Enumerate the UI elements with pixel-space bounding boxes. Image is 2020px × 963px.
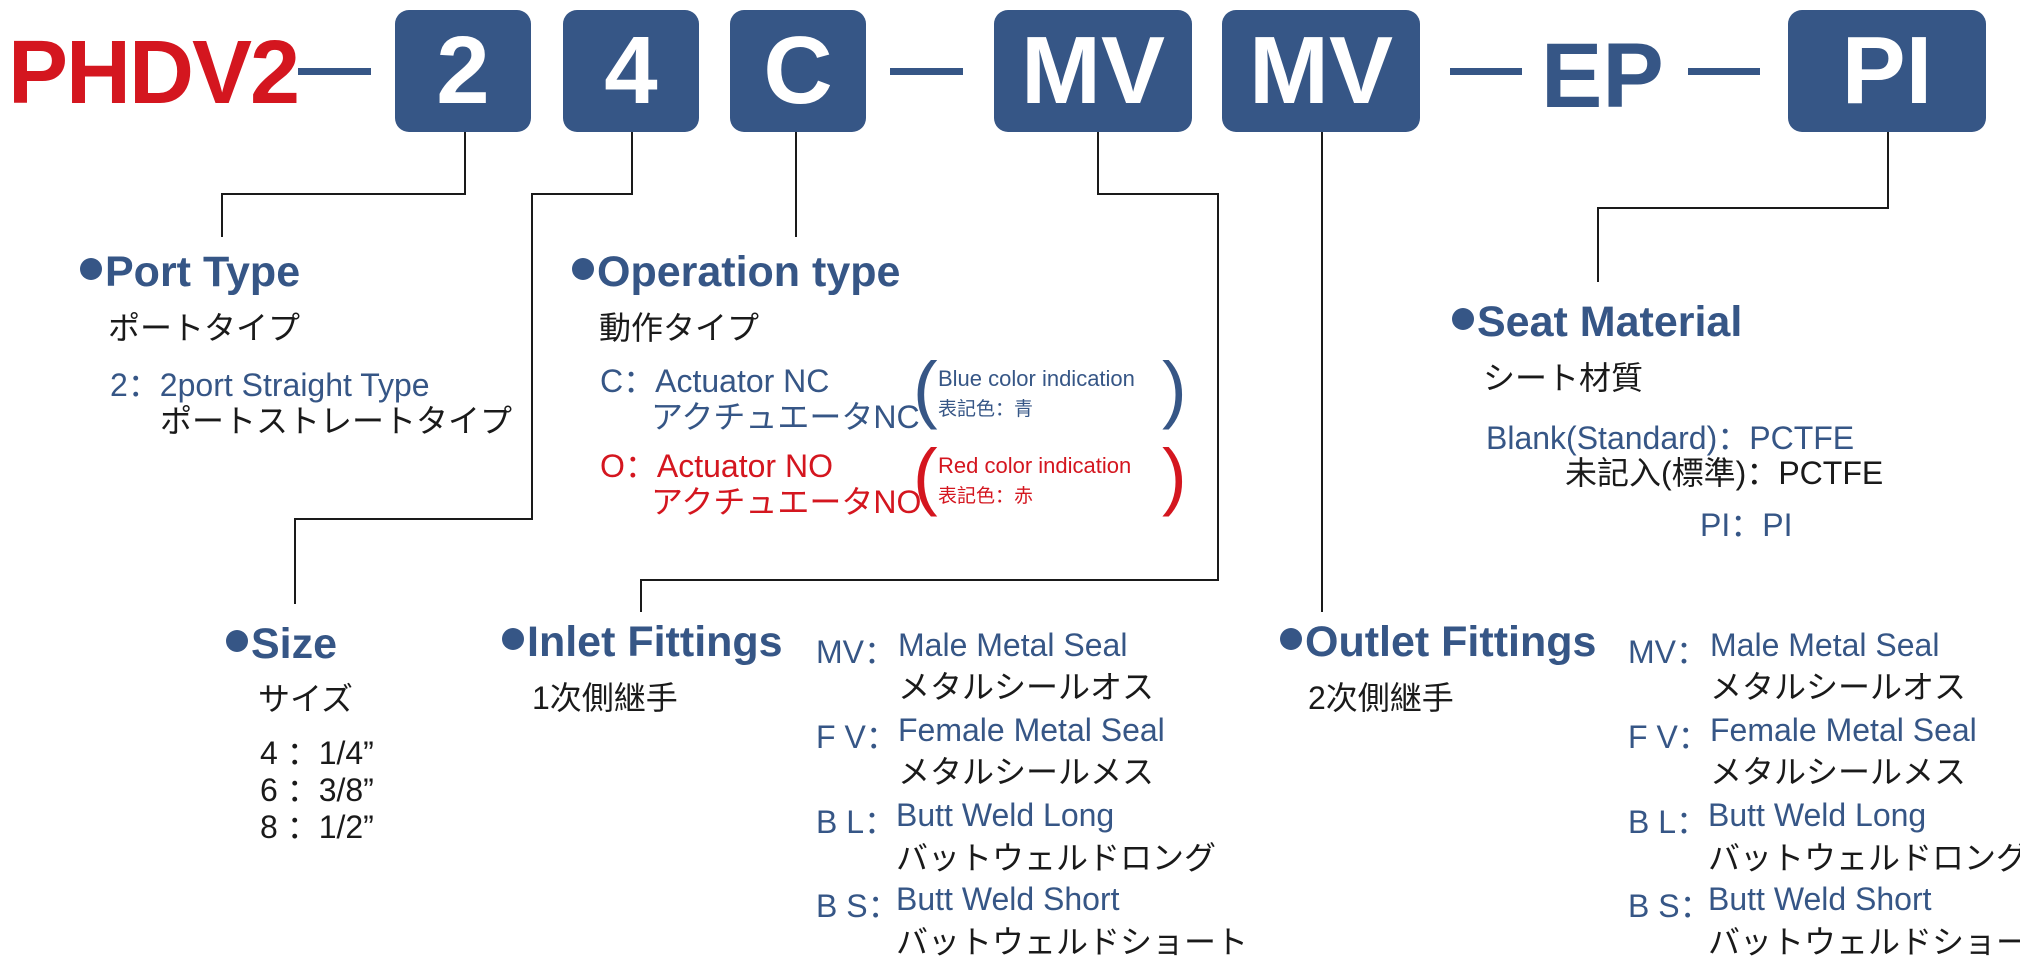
port-type-option-jp: ポートストレートタイプ [160,403,513,439]
operation-no-option: O：Actuator NO [600,448,833,484]
fitting-name-jp: バットウェルドロング [1708,840,2020,876]
paren-close: ) [1162,434,1187,517]
fitting-code: B S： [1628,888,1712,924]
operation-nc-option-jp: アクチュエータNC [651,399,920,435]
size-title: Size [226,620,337,669]
paren-close: ) [1162,347,1187,430]
code-box-outlet: MV [1222,10,1420,132]
no-note-jp: 表記色：赤 [938,486,1034,507]
code-ep: EP [1541,25,1664,127]
paren-open: ( [913,347,938,430]
fitting-name: Female Metal Seal [898,712,1165,748]
nc-note: Blue color indication [938,366,1135,391]
seat-material-pi: PI：PI [1700,507,1793,543]
model-prefix: PHDV2 [8,23,300,123]
fitting-name: Butt Weld Short [1708,881,1932,917]
paren-open: ( [913,434,938,517]
inlet-fittings-title-jp: 1次側継手 [532,680,678,716]
fitting-code: F V： [816,719,898,755]
bullet-icon [80,258,102,280]
fitting-name: Male Metal Seal [1710,627,1940,663]
fitting-code: MV： [816,634,897,670]
port-type-title-jp: ポートタイプ [108,310,301,346]
no-note: Red color indication [938,453,1132,478]
fitting-name: Butt Weld Short [896,881,1120,917]
fitting-name: Butt Weld Long [1708,797,1927,833]
fitting-name-jp: メタルシールオス [898,669,1155,705]
code-box-size: 4 [563,10,699,132]
fitting-name-jp: メタルシールオス [1710,669,1967,705]
operation-nc-option: C：Actuator NC [600,363,830,399]
inlet-fittings-title: Inlet Fittings [502,618,783,667]
size-title-jp: サイズ [258,681,354,717]
separator-dash [1688,68,1760,75]
fitting-name: Male Metal Seal [898,627,1128,663]
fitting-code: MV： [1628,634,1709,670]
code-box-seat: PI [1788,10,1986,132]
bullet-icon [226,630,248,652]
seat-material-blank: Blank(Standard)：PCTFE [1486,420,1855,456]
fitting-name: Female Metal Seal [1710,712,1977,748]
nc-note-jp: 表記色：青 [938,399,1034,420]
code-box-inlet: MV [994,10,1192,132]
fitting-code: B L： [816,804,897,840]
fitting-name-jp: メタルシールメス [898,754,1155,790]
bullet-icon [1452,308,1474,330]
operation-type-title: Operation type [572,248,900,297]
size-option: 4 ：1/4” [260,735,374,771]
fitting-name-jp: バットウェルドショート [1708,924,2020,960]
port-type-option: 2：2port Straight Type [110,367,430,403]
separator-dash [1450,68,1522,75]
seat-material-title: Seat Material [1452,298,1742,347]
code-box-port: 2 [395,10,531,132]
outlet-fittings-title: Outlet Fittings [1280,618,1596,667]
fitting-name-jp: メタルシールメス [1710,754,1967,790]
fitting-code: F V： [1628,719,1710,755]
fitting-name-jp: バットウェルドショート [896,924,1249,960]
fitting-code: B L： [1628,804,1709,840]
operation-no-option-jp: アクチュエータNO [651,484,922,520]
seat-material-title-jp: シート材質 [1483,360,1644,396]
bullet-icon [502,628,524,650]
size-option: 6 ：3/8” [260,772,374,808]
separator-dash [890,68,963,75]
seat-material-blank-jp: 未記入(標準)：PCTFE [1565,455,1884,491]
operation-type-title-jp: 動作タイプ [599,310,760,346]
bullet-icon [1280,628,1302,650]
bullet-icon [572,258,594,280]
size-option: 8 ：1/2” [260,809,374,845]
fitting-code: B S： [816,888,900,924]
port-type-title: Port Type [80,248,300,297]
code-box-operation: C [730,10,866,132]
fitting-name: Butt Weld Long [896,797,1115,833]
outlet-fittings-title-jp: 2次側継手 [1308,680,1454,716]
separator-dash [298,68,371,75]
fitting-name-jp: バットウェルドロング [896,840,1217,876]
